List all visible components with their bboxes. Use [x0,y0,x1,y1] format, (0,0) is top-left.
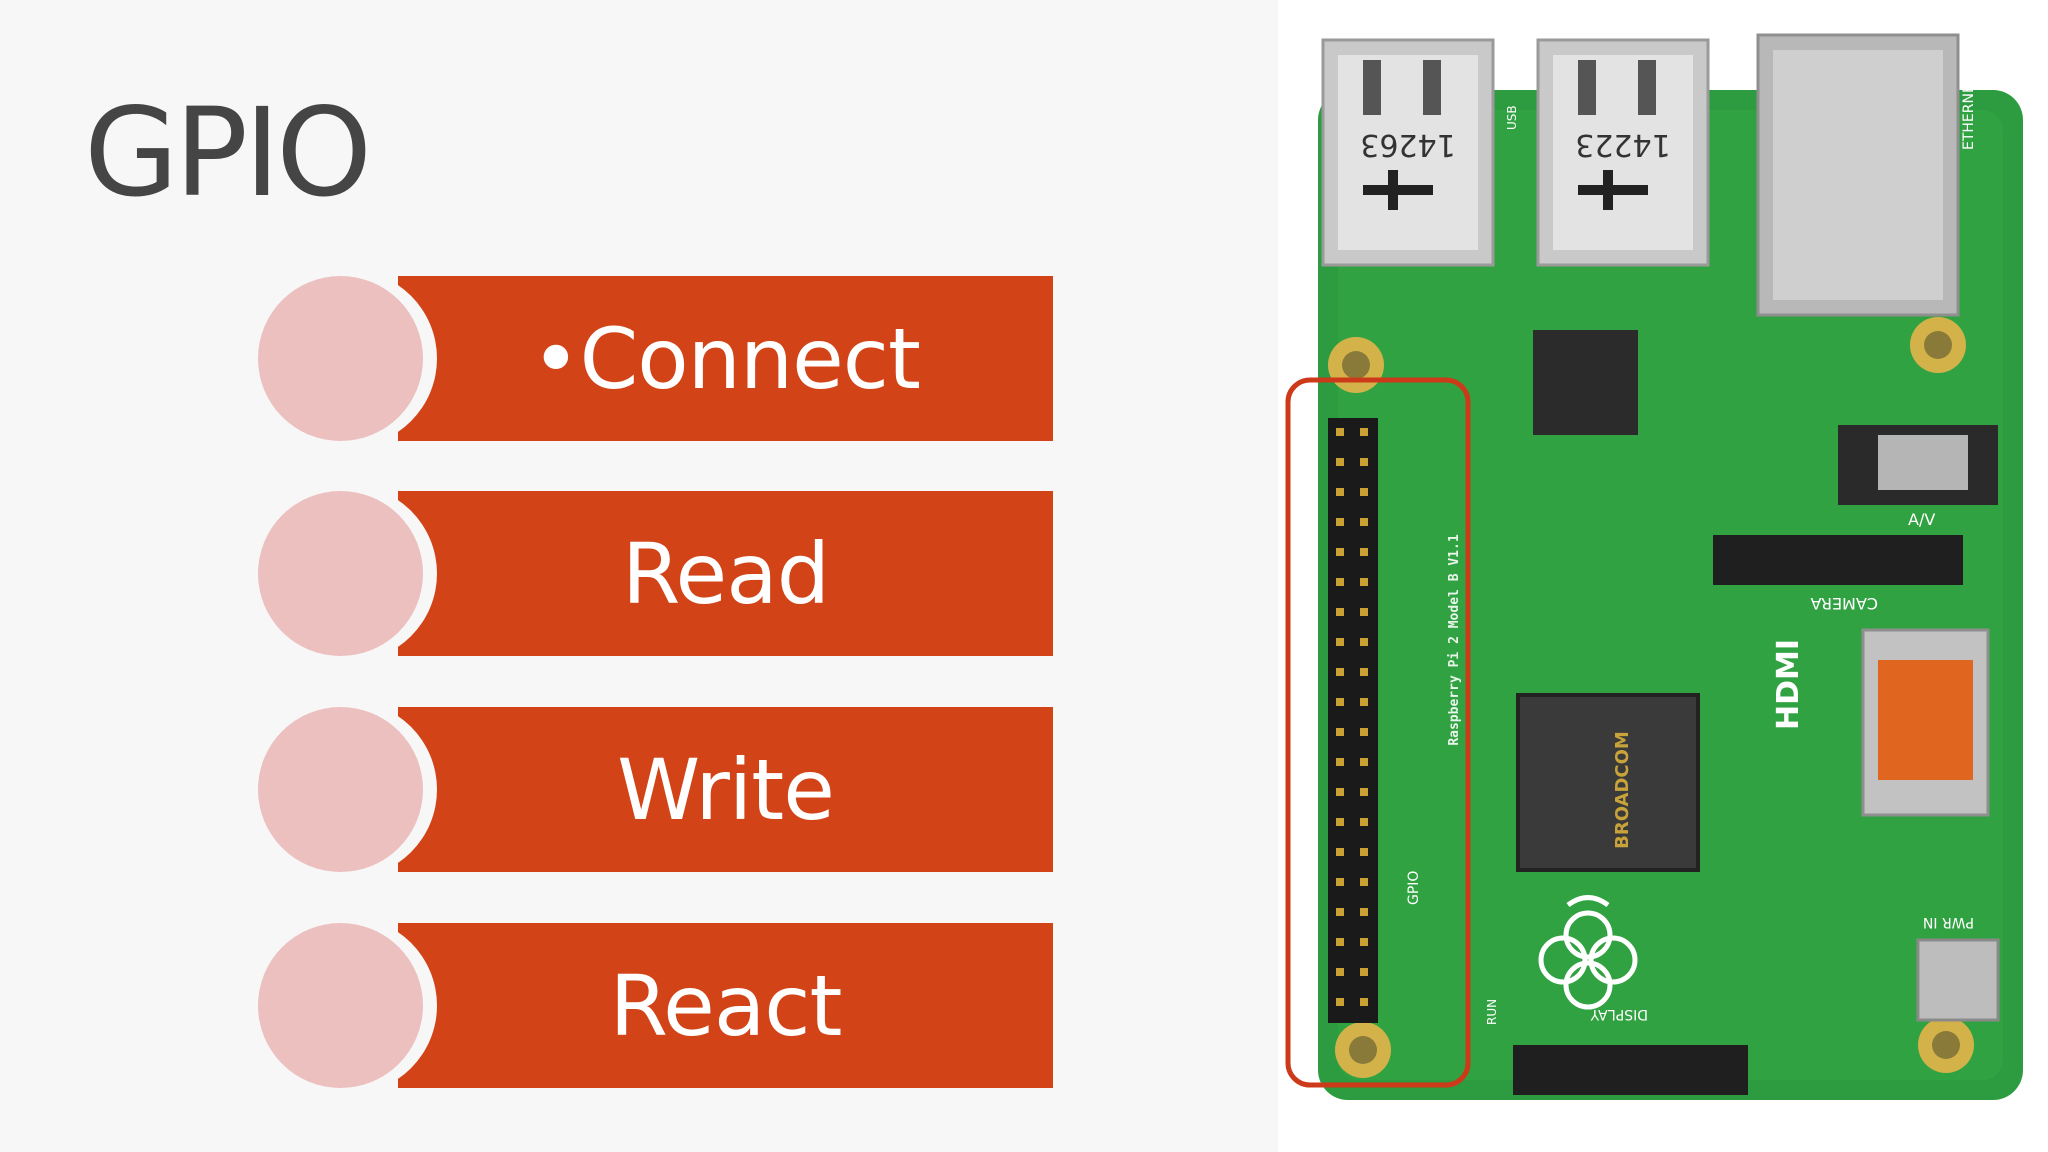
item-label: Write [617,740,835,839]
svg-text:PWR IN: PWR IN [1923,914,1974,930]
hdmi-port: HDMI [1771,628,1990,817]
ethernet-port: ETHERNET [1756,33,1977,317]
item-label: Read [621,524,830,623]
svg-text:Raspberry Pi 2 Model B V1.1: Raspberry Pi 2 Model B V1.1 [1447,534,1462,745]
item-band [398,491,1053,656]
camera-connector [1713,535,1963,585]
usb-controller-chip [1533,330,1638,435]
svg-text:A/V: A/V [1908,510,1935,529]
raspberry-logo [1538,895,1638,1010]
svg-text:14223: 14223 [1575,127,1670,162]
item-band [398,923,1053,1088]
item-circle [258,923,423,1088]
svg-text:DISPLAY: DISPLAY [1590,1006,1648,1022]
svg-text:14263: 14263 [1360,127,1455,162]
gpio-highlight-box [1285,377,1471,1088]
usb-port-2: 14223 [1536,38,1710,267]
svg-text:USB: USB [1505,105,1519,130]
item-circle [258,276,423,441]
power-port [1916,938,2000,1022]
list-item-write: Write [258,707,1053,872]
list-item-read: Read [258,491,1053,656]
item-circle [258,491,423,656]
list-item-react: React [258,923,1053,1088]
item-band [398,276,1053,441]
gpio-header: GPIO [1328,418,1422,1023]
svg-text:GPIO: GPIO [1406,871,1422,905]
usb-port-1: 14263 [1321,38,1495,267]
svg-text:BROADCOM: BROADCOM [1612,731,1633,849]
item-label: React [609,956,843,1055]
raspberry-pi-photo: 14263 14223 ETHERNET USB [1278,0,2048,1152]
svg-text:ETHERNET: ETHERNET [1961,75,1977,150]
list-item-connect: •Connect [258,276,1053,441]
display-connector [1513,1045,1748,1095]
broadcom-chip: BROADCOM [1516,693,1700,872]
item-circle [258,707,423,872]
item-band [398,707,1053,872]
board-illustration: 14263 14223 ETHERNET USB [1285,33,2023,1100]
slide-title: GPIO [84,82,372,224]
item-label: •Connect [531,309,921,408]
svg-text:HDMI: HDMI [1771,639,1806,730]
svg-text:RUN: RUN [1485,999,1499,1025]
content-panel: GPIO •Connect Read Write React [84,82,1053,1088]
svg-text:CAMERA: CAMERA [1811,594,1879,613]
